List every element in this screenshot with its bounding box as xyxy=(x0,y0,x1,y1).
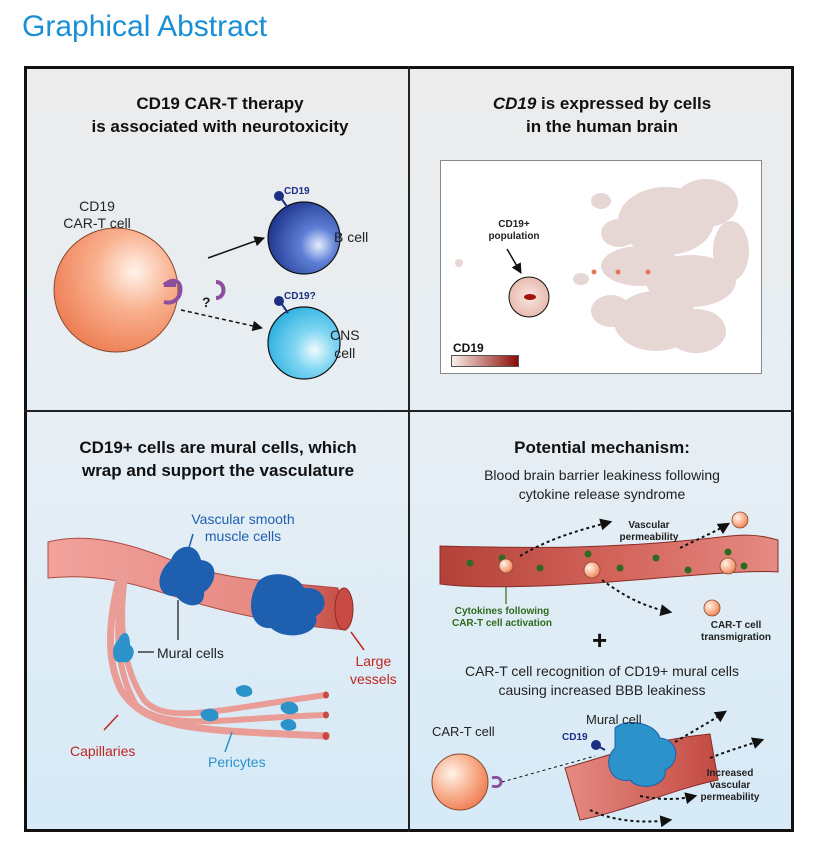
horizontal-divider xyxy=(24,410,794,412)
umap-clusters xyxy=(455,179,749,353)
large-vessels-label: Large vessels xyxy=(350,653,397,687)
panel1-diagram xyxy=(53,191,341,380)
mural-cell-label-2: Mural cell xyxy=(586,712,642,727)
transmigration-label: CAR-T cell transmigration xyxy=(700,620,771,643)
cd19-uncertain-marker-icon xyxy=(274,296,284,306)
cns-cd19-label: CD19? xyxy=(284,291,316,302)
car-t-cell-2 xyxy=(431,753,489,811)
cd19-marker-icon-2 xyxy=(591,740,601,750)
capillaries-label: Capillaries xyxy=(70,743,136,759)
vsmc-label: Vascular smooth muscle cells xyxy=(191,511,295,544)
increased-permeability-label: Increased vascular permeability xyxy=(700,768,760,803)
panel1-title: CD19 CAR-T therapy is associated with ne… xyxy=(91,94,349,136)
mural-cell-capillary xyxy=(113,632,134,663)
b-cell xyxy=(267,201,341,275)
car-t-cell-label-2: CAR-T cell xyxy=(432,724,495,739)
panel4-title: Potential mechanism: xyxy=(514,438,690,457)
capillary-1 xyxy=(107,571,327,740)
bbb-leak-diagram xyxy=(439,511,779,617)
cd19-label-2: CD19 xyxy=(562,732,588,743)
graphical-abstract-title: Graphical Abstract xyxy=(22,10,268,43)
car-t-in-vessel-2 xyxy=(583,561,601,579)
panel2-title: CD19 is expressed by cells in the human … xyxy=(492,94,712,136)
arrow-to-bcell xyxy=(207,236,265,259)
car-t-cell-label: CD19 CAR-T cell xyxy=(63,198,131,231)
smooth-muscle-cell-2 xyxy=(251,574,325,636)
car-t-escaped-2 xyxy=(703,599,721,617)
mural-cells-label: Mural cells xyxy=(157,645,224,661)
vasculature-diagram xyxy=(47,533,365,753)
pericytes-label: Pericytes xyxy=(208,754,266,770)
question-mark: ? xyxy=(202,294,211,310)
mural-recognition-diagram xyxy=(431,710,765,828)
umap-scatter xyxy=(455,179,749,353)
umap-plot: CD19+ population CD19 xyxy=(440,160,762,374)
mural-cell-2 xyxy=(608,722,677,787)
arrow-to-cns-cell xyxy=(180,309,264,332)
pericyte-3 xyxy=(280,701,299,715)
vascular-permeability-label: Vascular permeability xyxy=(619,520,679,543)
cns-cell xyxy=(267,306,341,380)
car-t-in-vessel-1 xyxy=(498,558,514,574)
legend-label: CD19 xyxy=(453,341,484,355)
cns-cell-label: CNS cell xyxy=(330,327,360,361)
bcell-label: B cell xyxy=(334,229,369,245)
pericyte-4 xyxy=(280,719,297,731)
plus-sign: + xyxy=(592,625,608,655)
cytokines-label: Cytokines following CAR-T cell activatio… xyxy=(451,606,553,629)
car-t-in-vessel-3 xyxy=(719,557,737,575)
bbb-subtitle: Blood brain barrier leakiness following … xyxy=(484,467,720,502)
car-t-cell xyxy=(53,227,179,353)
panel3-title: CD19+ cells are mural cells, which wrap … xyxy=(79,438,357,480)
car-t-escaped-1 xyxy=(731,511,749,529)
cd19-population-label: CD19+ population xyxy=(488,219,540,242)
cytokines xyxy=(466,548,748,574)
car-receptor-icon xyxy=(162,278,183,305)
cd19-color-legend xyxy=(451,355,519,367)
blood-vessel xyxy=(439,534,779,588)
cd19-population-inset xyxy=(508,276,550,318)
bcell-cd19-label: CD19 xyxy=(284,186,310,197)
car-receptor-icon-2 xyxy=(491,775,503,789)
pericyte-1 xyxy=(235,685,253,697)
vertical-divider xyxy=(408,66,410,832)
cd19-marker-icon xyxy=(274,191,284,201)
pericyte-2 xyxy=(200,708,219,722)
smooth-muscle-cell-1 xyxy=(159,546,215,606)
recognition-subtitle: CAR-T cell recognition of CD19+ mural ce… xyxy=(464,663,739,698)
